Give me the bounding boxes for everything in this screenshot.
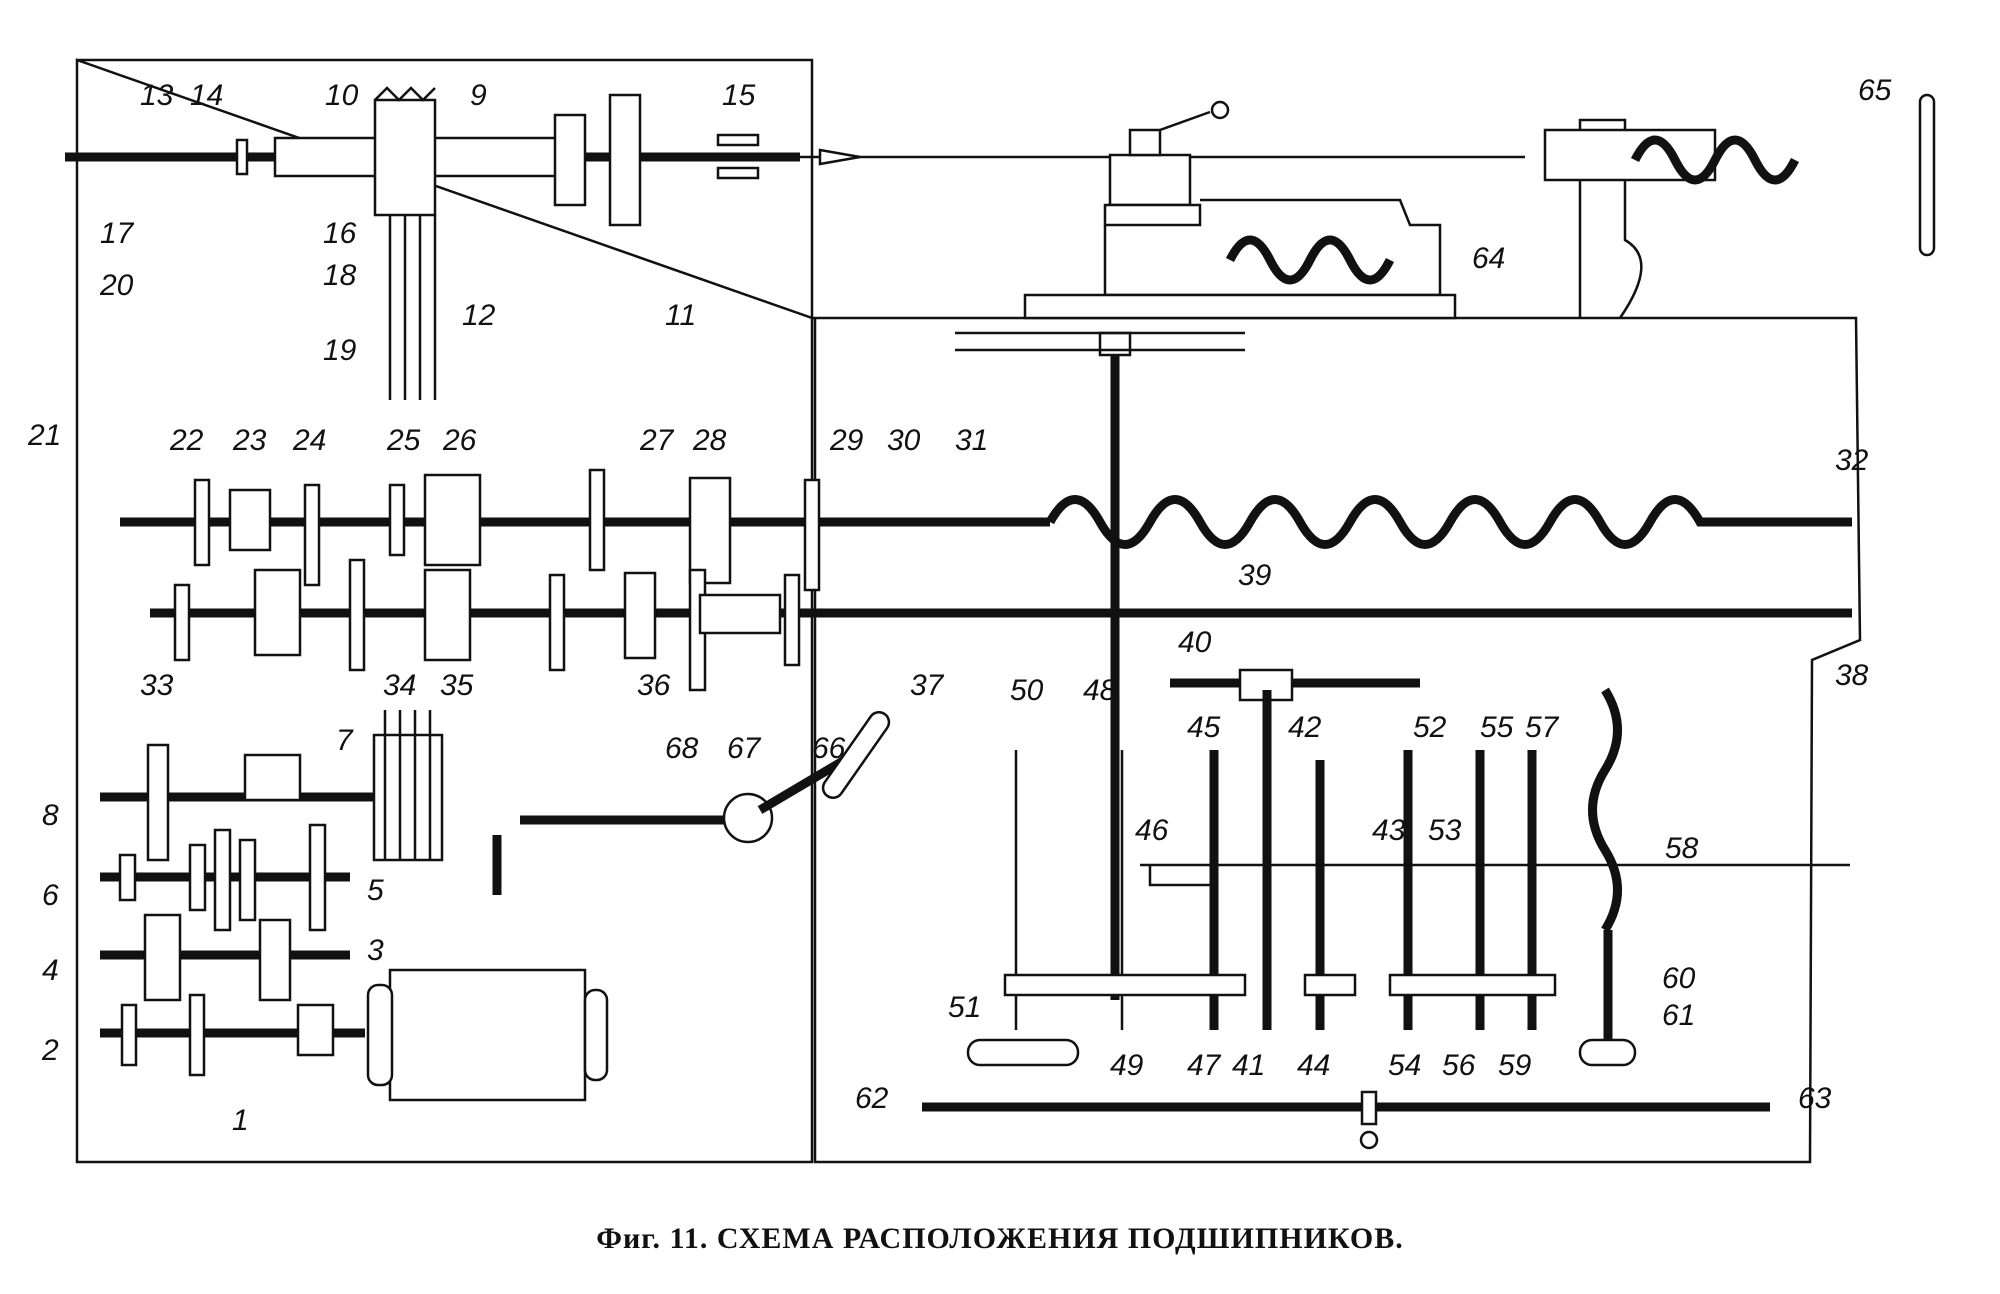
label-10: 10 (325, 79, 359, 112)
label-15: 15 (722, 79, 756, 112)
label-8: 8 (42, 799, 59, 832)
spindle-assembly (65, 86, 1525, 400)
label-11: 11 (665, 299, 696, 332)
label-43: 43 (1372, 814, 1406, 847)
label-25: 25 (386, 424, 421, 457)
label-24: 24 (292, 424, 326, 457)
apron-mechanism (922, 668, 1850, 1150)
bearing-labels: 1 2 3 4 5 6 7 8 9 10 11 12 13 14 15 16 1… (27, 74, 1892, 1137)
label-42: 42 (1288, 711, 1322, 744)
label-28: 28 (692, 424, 727, 457)
label-39: 39 (1238, 559, 1272, 592)
label-56: 56 (1442, 1049, 1476, 1082)
label-12: 12 (462, 299, 496, 332)
label-36: 36 (637, 669, 671, 702)
label-61: 61 (1662, 999, 1695, 1032)
label-1: 1 (232, 1104, 249, 1137)
label-62: 62 (855, 1082, 889, 1115)
label-14: 14 (190, 79, 223, 112)
label-47: 47 (1187, 1049, 1222, 1082)
label-45: 45 (1187, 711, 1221, 744)
label-40: 40 (1178, 626, 1212, 659)
label-29: 29 (829, 424, 864, 457)
label-3: 3 (367, 934, 384, 967)
label-53: 53 (1428, 814, 1462, 847)
label-7: 7 (336, 724, 354, 757)
label-34: 34 (383, 669, 416, 702)
label-60: 60 (1662, 962, 1696, 995)
label-57: 57 (1525, 711, 1560, 744)
label-67: 67 (727, 732, 762, 765)
label-23: 23 (232, 424, 267, 457)
label-21: 21 (27, 419, 61, 452)
label-49: 49 (1110, 1049, 1144, 1082)
label-51: 51 (948, 991, 981, 1024)
label-32: 32 (1835, 444, 1869, 477)
main-drive (100, 710, 609, 1102)
label-33: 33 (140, 669, 174, 702)
label-2: 2 (41, 1034, 59, 1067)
label-20: 20 (99, 269, 134, 302)
label-22: 22 (169, 424, 204, 457)
label-46: 46 (1135, 814, 1169, 847)
label-38: 38 (1835, 659, 1869, 692)
figure-caption: Фиг. 11. СХЕМА РАСПОЛОЖЕНИЯ ПОДШИПНИКОВ. (596, 1222, 1404, 1255)
label-54: 54 (1388, 1049, 1421, 1082)
label-5: 5 (367, 874, 384, 907)
label-66: 66 (812, 732, 846, 765)
label-26: 26 (442, 424, 477, 457)
control-linkage (492, 710, 891, 895)
label-13: 13 (140, 79, 174, 112)
label-58: 58 (1665, 832, 1699, 865)
label-4: 4 (42, 954, 59, 987)
label-27: 27 (639, 424, 675, 457)
label-50: 50 (1010, 674, 1044, 707)
label-44: 44 (1297, 1049, 1330, 1082)
label-65: 65 (1858, 74, 1892, 107)
label-48: 48 (1083, 674, 1117, 707)
label-18: 18 (323, 259, 357, 292)
label-63: 63 (1798, 1082, 1832, 1115)
label-17: 17 (100, 217, 135, 250)
label-16: 16 (323, 217, 357, 250)
feed-gearbox (173, 468, 821, 692)
label-55: 55 (1480, 711, 1514, 744)
label-64: 64 (1472, 242, 1505, 275)
label-30: 30 (887, 424, 921, 457)
carriage-tailstock (1023, 93, 1936, 320)
label-52: 52 (1413, 711, 1447, 744)
label-31: 31 (955, 424, 988, 457)
label-59: 59 (1498, 1049, 1532, 1082)
label-35: 35 (440, 669, 474, 702)
label-19: 19 (323, 334, 357, 367)
label-6: 6 (42, 879, 59, 912)
label-37: 37 (910, 669, 945, 702)
label-9: 9 (470, 79, 487, 112)
label-68: 68 (665, 732, 699, 765)
label-41: 41 (1232, 1049, 1265, 1082)
